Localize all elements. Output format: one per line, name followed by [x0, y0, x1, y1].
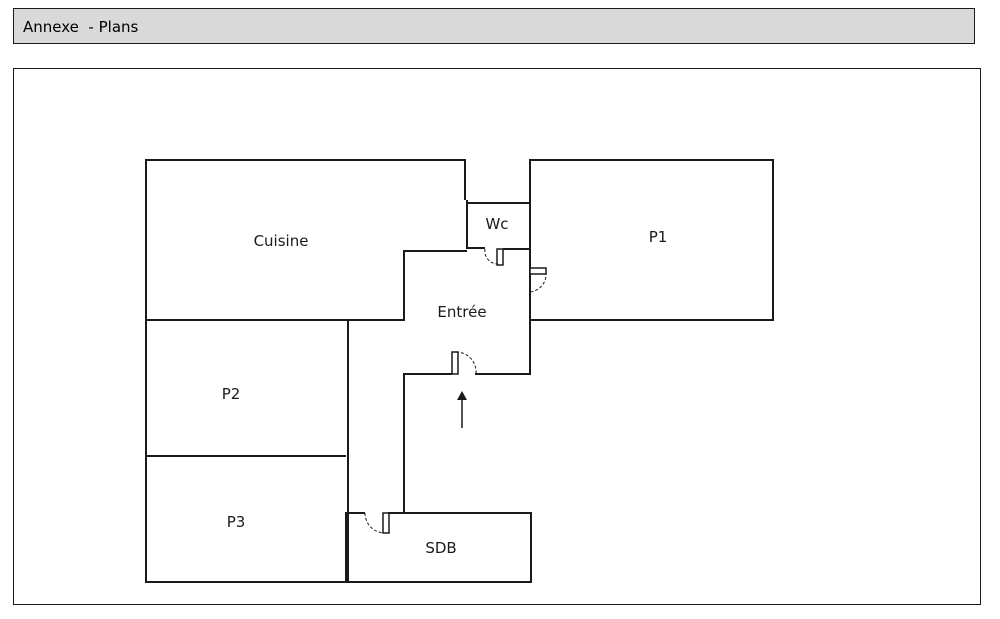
door-entrance	[451, 351, 477, 375]
door-wc	[484, 248, 504, 266]
door-p1	[529, 267, 547, 293]
door-sdb	[364, 512, 390, 534]
wall-wc	[466, 200, 485, 249]
room-label-p3: P3	[227, 513, 246, 531]
room-label-p2: P2	[222, 385, 241, 403]
entrance-arrow-icon	[457, 391, 467, 428]
room-label-entree: Entrée	[437, 303, 486, 321]
room-label-p1: P1	[649, 228, 668, 246]
section-title: Annexe - Plans	[23, 18, 139, 36]
wall-p1	[529, 159, 774, 321]
floor-plan-frame	[13, 68, 981, 605]
wall-entree-left	[403, 373, 452, 512]
room-label-cuisine: Cuisine	[254, 232, 309, 250]
wall-entree-right	[475, 250, 531, 375]
room-label-wc: Wc	[485, 215, 508, 233]
room-label-sdb: SDB	[425, 539, 456, 557]
wall-sdb	[345, 512, 532, 583]
section-header: Annexe - Plans	[13, 8, 975, 44]
wall-p2-p3	[145, 320, 346, 583]
